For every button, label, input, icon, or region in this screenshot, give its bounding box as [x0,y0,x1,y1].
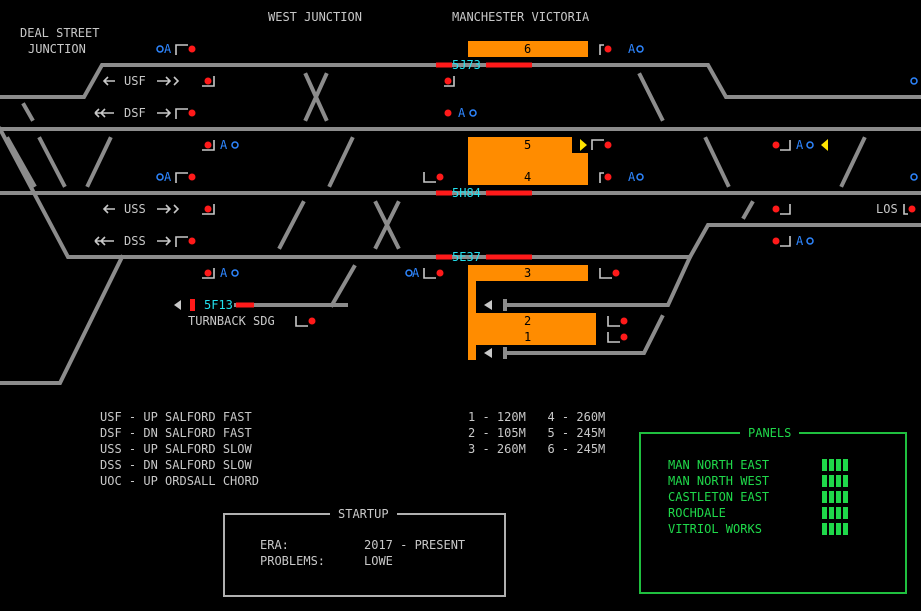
turnback-siding-label: TURNBACK SDG [188,314,275,328]
deal-street-label-2: JUNCTION [28,42,86,56]
platform-length-row-1: 1 - 120M 4 - 260M [468,410,606,424]
auto-a-label: A [458,106,466,120]
legend-uoc: UOC - UP ORDSALL CHORD [100,474,259,488]
crossover-h [637,72,665,122]
line-label-uss: USS [124,202,146,216]
crossover-d [85,136,113,188]
crossover-g [329,264,357,308]
legend-usf: USF - UP SALFORD FAST [100,410,252,424]
platform-2-number[interactable]: 2 [524,314,532,328]
occupied-sections [236,62,532,308]
panel-item-rochdale[interactable]: ROCHDALE [668,506,726,520]
panel-status-bars [822,523,848,535]
panel-status-bars [822,507,848,519]
auto-a-label: A [796,138,804,152]
legend-dsf: DSF - DN SALFORD FAST [100,426,252,440]
panel-item-vitriol-works[interactable]: VITRIOL WORKS [668,522,762,536]
auto-a-label: A [628,170,636,184]
line-label-dss: DSS [124,234,146,248]
platform-1-number[interactable]: 1 [524,330,532,344]
signal-posts [175,44,908,343]
platform-length-row-3: 3 - 260M 6 - 245M [468,442,606,456]
platform-3-number[interactable]: 3 [524,266,532,280]
line-label-los: LOS [876,202,898,216]
crossover-k [741,200,755,220]
line-label-usf: USF [124,74,146,88]
platform-2-1 [468,313,596,345]
legend-uss: USS - UP SALFORD SLOW [100,442,252,456]
track-p3-approach [503,254,693,307]
crossover-c [37,136,67,188]
track-lines [0,63,921,385]
panel-status-bars [822,491,848,503]
platforms [468,41,596,360]
crossover-a [21,102,35,122]
platform-6-number[interactable]: 6 [524,42,532,56]
platform-4-number[interactable]: 4 [524,170,532,184]
crossover-f [277,200,306,250]
platform-length-row-2: 2 - 105M 5 - 245M [468,426,606,440]
auto-a-label: A [412,266,420,280]
platform-5-number[interactable]: 5 [524,138,532,152]
track-usf [0,63,921,99]
crossover-x1 [303,72,329,122]
headcode-train-3[interactable]: 5E37 [452,250,481,264]
track-chord [0,254,125,385]
platform-3 [468,265,588,281]
era-label: ERA: [260,538,289,552]
headcode-train-1[interactable]: 5J73 [452,58,481,72]
auto-a-label: A [164,170,172,184]
platform-5-4 [468,137,588,185]
startup-title: STARTUP [330,507,397,521]
auto-a-label: A [628,42,636,56]
buffer-arrows [174,300,492,358]
line-label-dsf: DSF [124,106,146,120]
auto-a-label: A [164,42,172,56]
auto-a-label: A [796,234,804,248]
crossover-j [839,136,867,188]
crossover-e [327,136,355,188]
headcode-train-4[interactable]: 5F13 [204,298,233,312]
platform-stem [468,265,476,360]
manchester-victoria-label: MANCHESTER VICTORIA [452,10,590,24]
track-p1-approach [503,314,665,355]
signals-red[interactable] [188,45,916,341]
panels-title: PANELS [740,426,800,440]
era-value[interactable]: 2017 - PRESENT [364,538,466,552]
auto-a-label: A [220,138,228,152]
headcode-train-2[interactable]: 5H84 [452,186,481,200]
crossover-i [703,136,731,188]
turnback-stop-red [190,299,195,311]
panel-status-bars [822,459,848,471]
signals-yellow[interactable] [580,139,828,151]
problems-value[interactable]: LOWE [364,554,393,568]
panel-item-man-north-east[interactable]: MAN NORTH EAST [668,458,770,472]
panel-status-bars [822,475,848,487]
auto-a-label: A [220,266,228,280]
panel-item-man-north-west[interactable]: MAN NORTH WEST [668,474,770,488]
panel-item-castleton-east[interactable]: CASTLETON EAST [668,490,770,504]
deal-street-label-1: DEAL STREET [20,26,100,40]
legend-dss: DSS - DN SALFORD SLOW [100,458,252,472]
problems-label: PROBLEMS: [260,554,326,568]
west-junction-label: WEST JUNCTION [268,10,362,24]
direction-arrows [94,76,180,246]
crossover-x2 [373,200,401,250]
auto-signals [156,45,918,277]
crossover-b [5,136,37,188]
platform-6 [468,41,588,57]
